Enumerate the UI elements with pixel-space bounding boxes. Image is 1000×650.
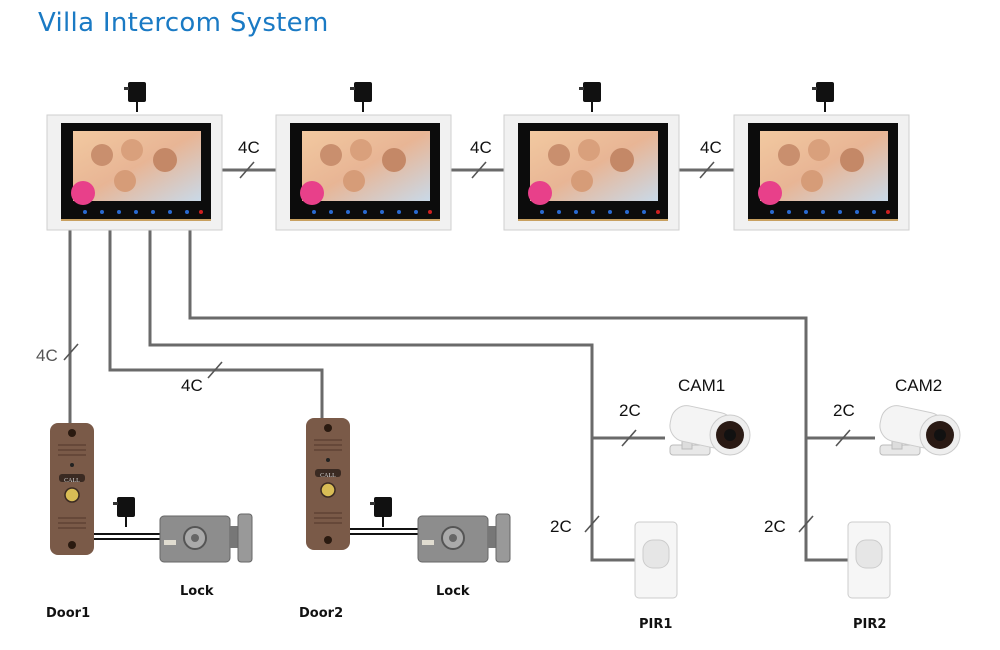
camera-2	[876, 402, 961, 456]
power-adapter-icon	[123, 81, 147, 113]
door-station-1	[49, 422, 95, 556]
door2-label: Door2	[299, 606, 343, 621]
wire-label-door1: 4C	[36, 346, 58, 365]
lock2-label: Lock	[436, 584, 470, 599]
lock-1	[159, 513, 253, 563]
link-label: 4C	[470, 138, 492, 157]
pir-sensor-1	[634, 521, 678, 599]
link-label: 4C	[700, 138, 722, 157]
cam1-label: CAM1	[678, 376, 725, 395]
wire-label-cam2: 2C	[833, 401, 855, 420]
link-label: 4C	[238, 138, 260, 157]
pir2-label: PIR2	[853, 617, 886, 632]
monitor-1	[46, 114, 223, 231]
wire-label-pir2: 2C	[764, 517, 786, 536]
power-adapter-icon	[369, 496, 393, 528]
wire-label-cam1: 2C	[619, 401, 641, 420]
power-adapter-icon	[578, 81, 602, 113]
call-button-label: CALL	[64, 478, 80, 484]
power-adapter-icon	[349, 81, 373, 113]
monitor-3	[503, 114, 680, 231]
door1-label: Door1	[46, 606, 90, 621]
wire-door2	[108, 230, 324, 420]
power-adapter-icon	[112, 496, 136, 528]
page-title: Villa Intercom System	[38, 8, 329, 38]
lock1-label: Lock	[180, 584, 214, 599]
door-station-2	[305, 417, 351, 551]
wire-label-pir1: 2C	[550, 517, 572, 536]
wire-cam1-pir1	[148, 230, 635, 562]
cam2-label: CAM2	[895, 376, 942, 395]
pir1-label: PIR1	[639, 617, 672, 632]
lock-2	[417, 513, 511, 563]
wire-label-door2: 4C	[181, 376, 203, 395]
call-button-label: CALL	[320, 473, 336, 479]
monitor-2	[275, 114, 452, 231]
power-adapter-icon	[811, 81, 835, 113]
wire-cam2-pir2	[188, 230, 848, 562]
monitor-4	[733, 114, 910, 231]
pir-sensor-2	[847, 521, 891, 599]
camera-1	[666, 402, 751, 456]
